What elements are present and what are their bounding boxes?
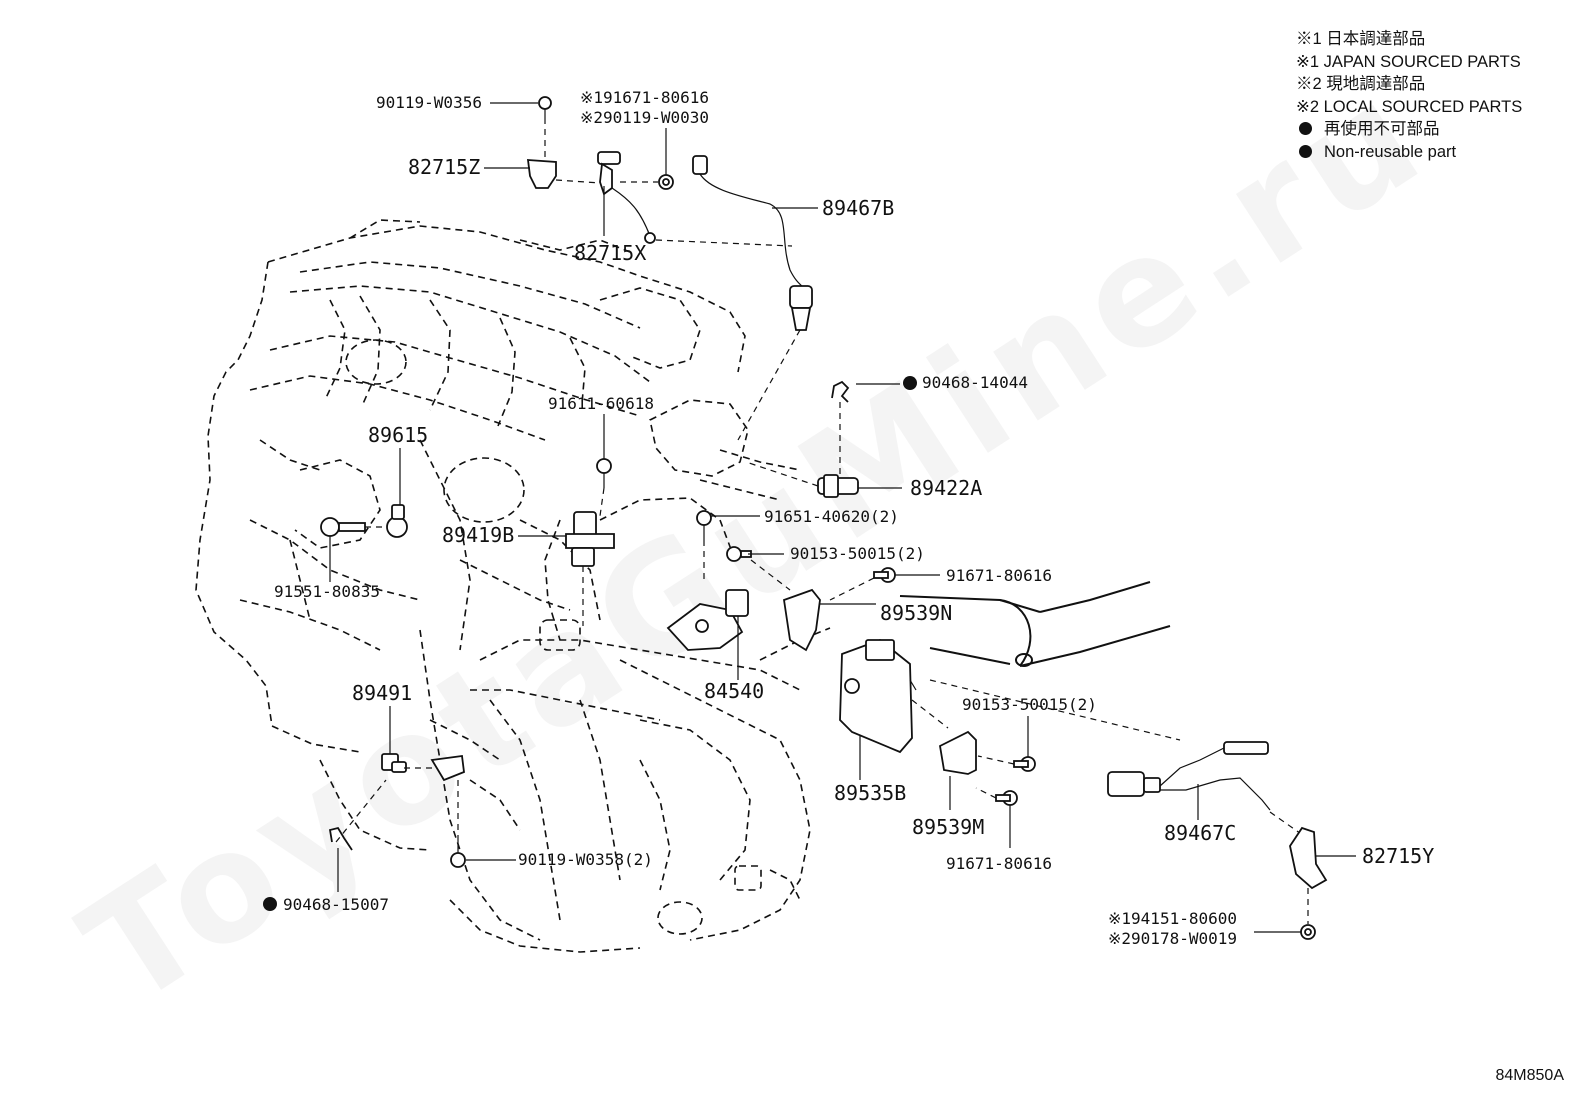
label-89422A[interactable]: 89422A — [910, 476, 982, 500]
nonreusable-dot-90468-15007 — [263, 897, 277, 911]
clip-90468-14044[interactable] — [831, 380, 850, 403]
label-89491[interactable]: 89491 — [352, 681, 412, 705]
bolt-91671-80616-lower[interactable] — [995, 790, 1018, 806]
label-84540[interactable]: 84540 — [704, 679, 764, 703]
label-82715X[interactable]: 82715X — [574, 241, 646, 265]
sensor-89422A[interactable] — [817, 474, 859, 498]
label-91651-40620[interactable]: 91651-40620(2) — [764, 507, 899, 526]
label-290119-W0030[interactable]: ※290119-W0030 — [580, 108, 709, 127]
label-82715Y[interactable]: 82715Y — [1362, 844, 1434, 868]
label-89539M[interactable]: 89539M — [912, 815, 984, 839]
label-90468-14044[interactable]: 90468-14044 — [922, 373, 1028, 392]
bolt-91551-80835[interactable] — [320, 517, 366, 537]
legend-nonreusable-jp: 再使用不可部品 — [1296, 118, 1522, 141]
label-89467C[interactable]: 89467C — [1164, 821, 1236, 845]
bracket-89491 — [430, 754, 465, 782]
sensor-89419B[interactable] — [565, 511, 615, 567]
label-89539N[interactable]: 89539N — [880, 601, 952, 625]
legend-nonreusable-en: Non-reusable part — [1296, 141, 1522, 164]
nonreusable-dot-90468-14044 — [903, 376, 917, 390]
label-89615[interactable]: 89615 — [368, 423, 428, 447]
bracket-89539N[interactable] — [783, 588, 821, 652]
label-91611-60618[interactable]: 91611-60618 — [548, 394, 654, 413]
nut-290178-W0019[interactable] — [1300, 924, 1316, 940]
label-91671-80616-upper[interactable]: 91671-80616 — [946, 566, 1052, 585]
label-90119-W0358[interactable]: 90119-W0358(2) — [518, 850, 653, 869]
bracket-82715Z[interactable] — [526, 159, 557, 189]
bracket-82715Y[interactable] — [1289, 826, 1328, 890]
sensor-89615[interactable] — [386, 504, 408, 538]
label-90119-W0356[interactable]: 90119-W0356 — [376, 93, 482, 112]
label-89467B[interactable]: 89467B — [822, 196, 894, 220]
sensor-89467B[interactable] — [692, 155, 813, 331]
legend-nonreusable-en-text: Non-reusable part — [1324, 142, 1457, 161]
legend-note2-jp: ※2 現地調達部品 — [1296, 75, 1426, 93]
sensor-89467C[interactable] — [1107, 741, 1271, 811]
label-82715Z[interactable]: 82715Z — [408, 155, 480, 179]
bolt-91611-60618[interactable] — [596, 458, 612, 488]
legend-nonreusable-jp-text: 再使用不可部品 — [1324, 120, 1440, 138]
label-90468-15007[interactable]: 90468-15007 — [283, 895, 389, 914]
label-191671-80616[interactable]: ※191671-80616 — [580, 88, 709, 107]
bolt-90119-W0356[interactable] — [538, 96, 552, 118]
label-90153-50015-upper[interactable]: 90153-50015(2) — [790, 544, 925, 563]
diagram-ref: 84M850A — [1495, 1067, 1565, 1084]
label-90153-50015-lower[interactable]: 90153-50015(2) — [962, 695, 1097, 714]
bracket-89539M[interactable] — [939, 730, 977, 775]
bullet-icon — [1299, 144, 1312, 158]
legend: ※1 日本調達部品 ※1 JAPAN SOURCED PARTS ※2 現地調達… — [1296, 28, 1522, 163]
bolt-90119-W0358[interactable] — [450, 840, 466, 868]
bolt-91671-80616-upper[interactable] — [873, 567, 896, 583]
legend-note1-jp: ※1 日本調達部品 — [1296, 30, 1426, 48]
exhaust-pipe — [899, 581, 1171, 667]
label-89535B[interactable]: 89535B — [834, 781, 906, 805]
clip-90468-15007[interactable] — [328, 826, 353, 851]
bolt-91651-40620[interactable] — [696, 510, 712, 540]
label-194151-80600[interactable]: ※194151-80600 — [1108, 909, 1237, 928]
ecu-89535B[interactable] — [839, 638, 917, 754]
bullet-icon — [1299, 122, 1312, 135]
label-91551-80835[interactable]: 91551-80835 — [274, 582, 380, 601]
bolt-90153-50015-lower[interactable] — [1013, 756, 1036, 772]
engine-outline — [195, 219, 831, 953]
watermark: ToyotaGuMine.ru — [55, 47, 1455, 1040]
label-91671-80616-lower[interactable]: 91671-80616 — [946, 854, 1052, 873]
sensor-89491[interactable] — [381, 753, 407, 773]
part-labels: 90119-W0356 82715Z ※191671-80616 ※290119… — [263, 88, 1434, 948]
nut-290119-W0030[interactable] — [658, 174, 674, 190]
legend-note1-en: ※1 JAPAN SOURCED PARTS — [1296, 52, 1521, 71]
switch-84540[interactable] — [666, 589, 749, 651]
harness-82715X[interactable] — [597, 151, 656, 244]
label-290178-W0019[interactable]: ※290178-W0019 — [1108, 929, 1237, 948]
legend-note2-en: ※2 LOCAL SOURCED PARTS — [1296, 97, 1523, 116]
label-89419B[interactable]: 89419B — [442, 523, 514, 547]
